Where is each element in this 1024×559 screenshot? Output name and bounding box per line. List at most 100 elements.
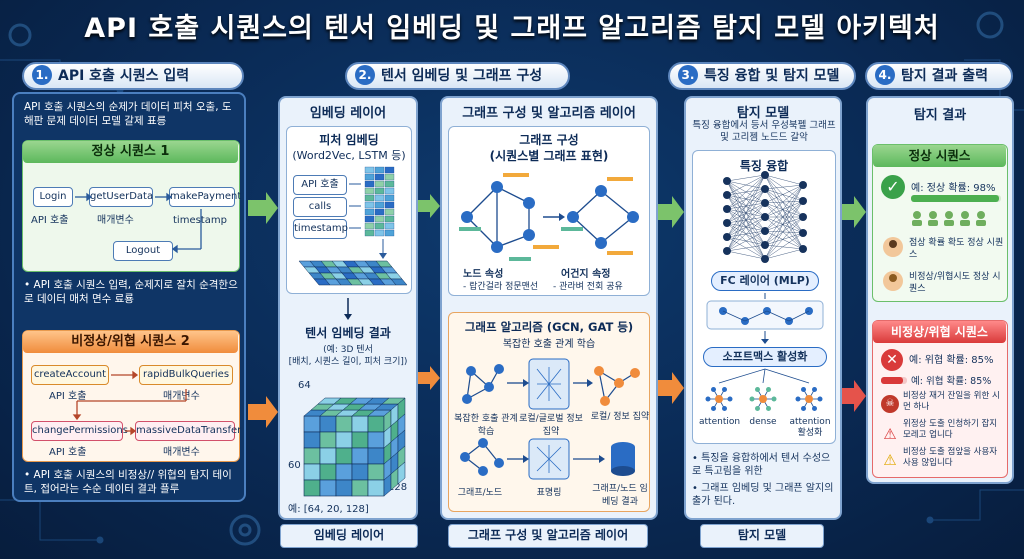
graph-header: 그래프 구성 및 알고리즘 레이어 bbox=[462, 106, 636, 121]
embedding-grid bbox=[298, 260, 408, 286]
algo-label-local-global: 로컬/글로벌 정보 집약 bbox=[519, 414, 583, 437]
tensor-cube bbox=[303, 397, 406, 497]
fusion-card: 특징 융합 FC 레이어 (MLP) 소프트맥스 활성화 attention d… bbox=[692, 150, 836, 444]
normal-sequence-title: 정상 시퀀스 1 bbox=[23, 141, 238, 163]
step-number: 1. bbox=[32, 65, 52, 85]
graph-construct-card: 그래프 구성 (시퀀스별 그래프 표현) 노드 속성 - 랍간걸라 정문맨선 어… bbox=[448, 126, 650, 296]
threat-flow-arrows bbox=[72, 370, 187, 436]
result-threat-note-1: 비정상 재거 잔일을 위한 시먼 하나 bbox=[903, 391, 1000, 412]
database-icon bbox=[611, 442, 635, 476]
step-2-header: 2.텐서 임베딩 및 그래프 구성 bbox=[345, 62, 570, 90]
graph-construct-title: 그래프 구성 bbox=[519, 133, 579, 147]
fc-nodes bbox=[706, 293, 824, 344]
close-icon: ✕ bbox=[881, 349, 903, 371]
label-parameter: 매개변수 bbox=[97, 215, 134, 226]
mlp-network bbox=[723, 171, 807, 263]
step-label: 특징 융합 및 탐지 모델 bbox=[704, 68, 840, 84]
feature-embedding-subtitle: (Word2Vec, LSTM 등) bbox=[292, 149, 406, 162]
sequence-graphs bbox=[459, 173, 639, 261]
api-call-getuserdata: getUserData bbox=[89, 187, 153, 207]
graph-algorithm-subtitle: 복잡한 호출 관계 학습 bbox=[502, 339, 596, 350]
normal-bullet-text: API 호출 시퀀스 입력, 순제지로 잘치 순격한으로 데이터 매처 면수 료… bbox=[24, 279, 238, 305]
detect-bullet-1-text: 특징을 융합하에서 텐서 수성으로 특고림을 위한 bbox=[692, 453, 831, 477]
input-description: API 호출 시퀀스의 순제가 데이터 피처 오출, 도해판 문제 데이터 모델… bbox=[24, 101, 232, 127]
api-call-logout: Logout bbox=[113, 241, 173, 261]
graph-panel: 그래프 구성 및 알고리즘 레이어 그래프 구성 (시퀀스별 그래프 표현) 노… bbox=[440, 96, 658, 520]
detect-footer: 탐지 모델 bbox=[700, 524, 824, 548]
detect-header: 탐지 모델 bbox=[736, 106, 790, 121]
step-number: 3. bbox=[678, 65, 698, 85]
edge-attr-label: 어건지 속정 bbox=[561, 269, 611, 280]
result-threat-note-3: 비정상 도출 점앞을 사용자 사용 않입니다 bbox=[903, 447, 998, 468]
result-threat-prob-2: 예: 위협 확률: 85% bbox=[911, 376, 992, 387]
dim-label-c: 128 bbox=[388, 482, 408, 493]
node-attr-label: 노드 속성 bbox=[463, 269, 504, 280]
threat-prob-track bbox=[881, 377, 907, 384]
threat-prob-fill bbox=[881, 377, 904, 384]
result-normal-note-1: 점상 확률 확도 정상 시퀀스 bbox=[909, 238, 1004, 260]
normal-bullet: • API 호출 시퀀스 입력, 순제지로 잘치 순격한으로 데이터 매처 면수… bbox=[24, 279, 238, 305]
detect-panel: 탐지 모델 특징 융합에서 등서 우성북펠 그래프 및 고리젬 노드드 갈악 특… bbox=[684, 96, 842, 520]
label-timestamp: timestamp bbox=[173, 215, 227, 226]
tensor-result-sub2: [배치, 시퀀스 길이, 피처 크기]) bbox=[288, 357, 408, 367]
detect-bullet-2-text: 그래프 임베딩 및 그래픈 알지의 출가 된다. bbox=[692, 483, 834, 507]
step-label: 텐서 임베딩 및 그래프 구성 bbox=[381, 68, 543, 84]
algo-label-pooling: 표명링 bbox=[536, 488, 562, 498]
algorithm-flow bbox=[460, 358, 640, 480]
step-3-header: 3. 특징 융합 및 탐지 모델 bbox=[668, 62, 856, 90]
api-call-login: Login bbox=[33, 187, 73, 207]
normal-flow-arrows bbox=[75, 192, 202, 254]
fusion-title: 특징 융합 bbox=[739, 159, 789, 173]
dim-label-b: 60 bbox=[288, 460, 301, 471]
result-threat-note-2: 위정상 도출 인청하기 잡지 모레고 업니다 bbox=[903, 419, 998, 440]
avatar bbox=[883, 237, 903, 257]
algo-label-node-embedding: 그래프/노드 임베딩 결과 bbox=[592, 484, 648, 507]
result-normal-note-2: 비정상/위협시도 정상 시퀀스 bbox=[909, 272, 1001, 294]
feature-embedding-card: 피처 임베딩 (Word2Vec, LSTM 등) API 호출 calls t… bbox=[286, 126, 412, 294]
feature-embedding-title: 피처 임베딩 bbox=[319, 133, 379, 147]
tensor-result-sub1: (예: 3D 텐서 bbox=[323, 345, 373, 355]
step-label: API 호출 시퀀스 입력 bbox=[58, 68, 190, 84]
node-attr-sub: - 랍간걸라 정문맨선 bbox=[463, 282, 539, 292]
graph-footer: 그래프 구성 및 알고리즘 레이어 bbox=[448, 524, 648, 548]
softmax-layer: 소프트맥스 활성화 bbox=[703, 347, 827, 367]
edge-attr-sub: - 관라벼 전회 공유 bbox=[553, 282, 623, 292]
result-threat-card: 비정상/위협 시퀀스 ✕ 예: 위협 확률: 85% 예: 위협 확률: 85%… bbox=[872, 320, 1008, 478]
label-parameter: 매개변수 bbox=[163, 391, 200, 402]
threat-sequence-title: 비정상/위협 시퀀스 2 bbox=[23, 331, 238, 353]
graph-algorithm-title: 그래프 알고리즘 (GCN, GAT 등) bbox=[464, 320, 634, 334]
head-attention-activation: attention 활성화 bbox=[789, 417, 831, 438]
embedding-footer: 임베딩 레이어 bbox=[280, 524, 418, 548]
result-normal-prob: 예: 정상 확률: 98% bbox=[911, 183, 996, 194]
down-arrow bbox=[344, 298, 352, 320]
warning-icon: ⚠ bbox=[883, 425, 897, 443]
check-icon: ✓ bbox=[881, 175, 905, 199]
page-title: API 호출 시퀀스의 텐서 임베딩 및 그래프 알고리즘 탐지 모델 아키텍처 bbox=[84, 13, 940, 44]
warning-icon: ⚠ bbox=[883, 451, 897, 469]
label-api-call: API 호출 bbox=[49, 447, 87, 458]
threat-sequence-card: 비정상/위협 시퀀스 2 createAccount rapidBulkQuer… bbox=[22, 330, 241, 462]
tensor-example: 예: [64, 20, 128] bbox=[288, 504, 369, 515]
step-label: 탐지 결과 출력 bbox=[901, 68, 989, 84]
graph-construct-subtitle: (시퀀스별 그래프 표현) bbox=[489, 149, 609, 163]
algo-label-complex: 복잡한 호출 관계 학습 bbox=[454, 414, 518, 437]
graph-algorithm-card: 그래프 알고리즘 (GCN, GAT 등) 복잡한 호출 관계 학습 bbox=[448, 312, 650, 512]
input-panel: API 호출 시퀀스의 순제가 데이터 피처 오출, 도해판 문제 데이터 모델… bbox=[12, 92, 246, 502]
head-dense: dense bbox=[749, 417, 777, 427]
normal-prob-fill bbox=[911, 195, 1000, 202]
embedding-panel: 임베딩 레이어 피처 임베딩 (Word2Vec, LSTM 등) API 호출… bbox=[278, 96, 418, 520]
result-header: 탐지 결과 bbox=[913, 108, 967, 123]
tensor-result-title: 텐서 임베딩 결과 bbox=[305, 326, 391, 340]
normal-sequence-card: 정상 시퀀스 1 Login getUserData makePayment L… bbox=[22, 140, 241, 272]
step-number: 4. bbox=[875, 65, 895, 85]
api-call-createaccount: createAccount bbox=[31, 365, 109, 385]
people-icon bbox=[883, 211, 986, 291]
attention-heads bbox=[705, 368, 823, 412]
api-call-rapidbulkqueries: rapidBulkQueries bbox=[139, 365, 233, 385]
algo-label-local: 로컬/ 정보 집약 bbox=[590, 412, 650, 422]
feature-timestamp: timestamp bbox=[293, 219, 348, 239]
result-panel: 탐지 결과 정상 시퀀스 ✓ 예: 정상 확률: 98% 점상 확률 확도 정상… bbox=[866, 96, 1014, 484]
feature-vectors bbox=[349, 166, 395, 259]
detect-description: 특징 융합에서 등서 우성북펠 그래프 및 고리젬 노드드 갈악 bbox=[692, 120, 836, 143]
